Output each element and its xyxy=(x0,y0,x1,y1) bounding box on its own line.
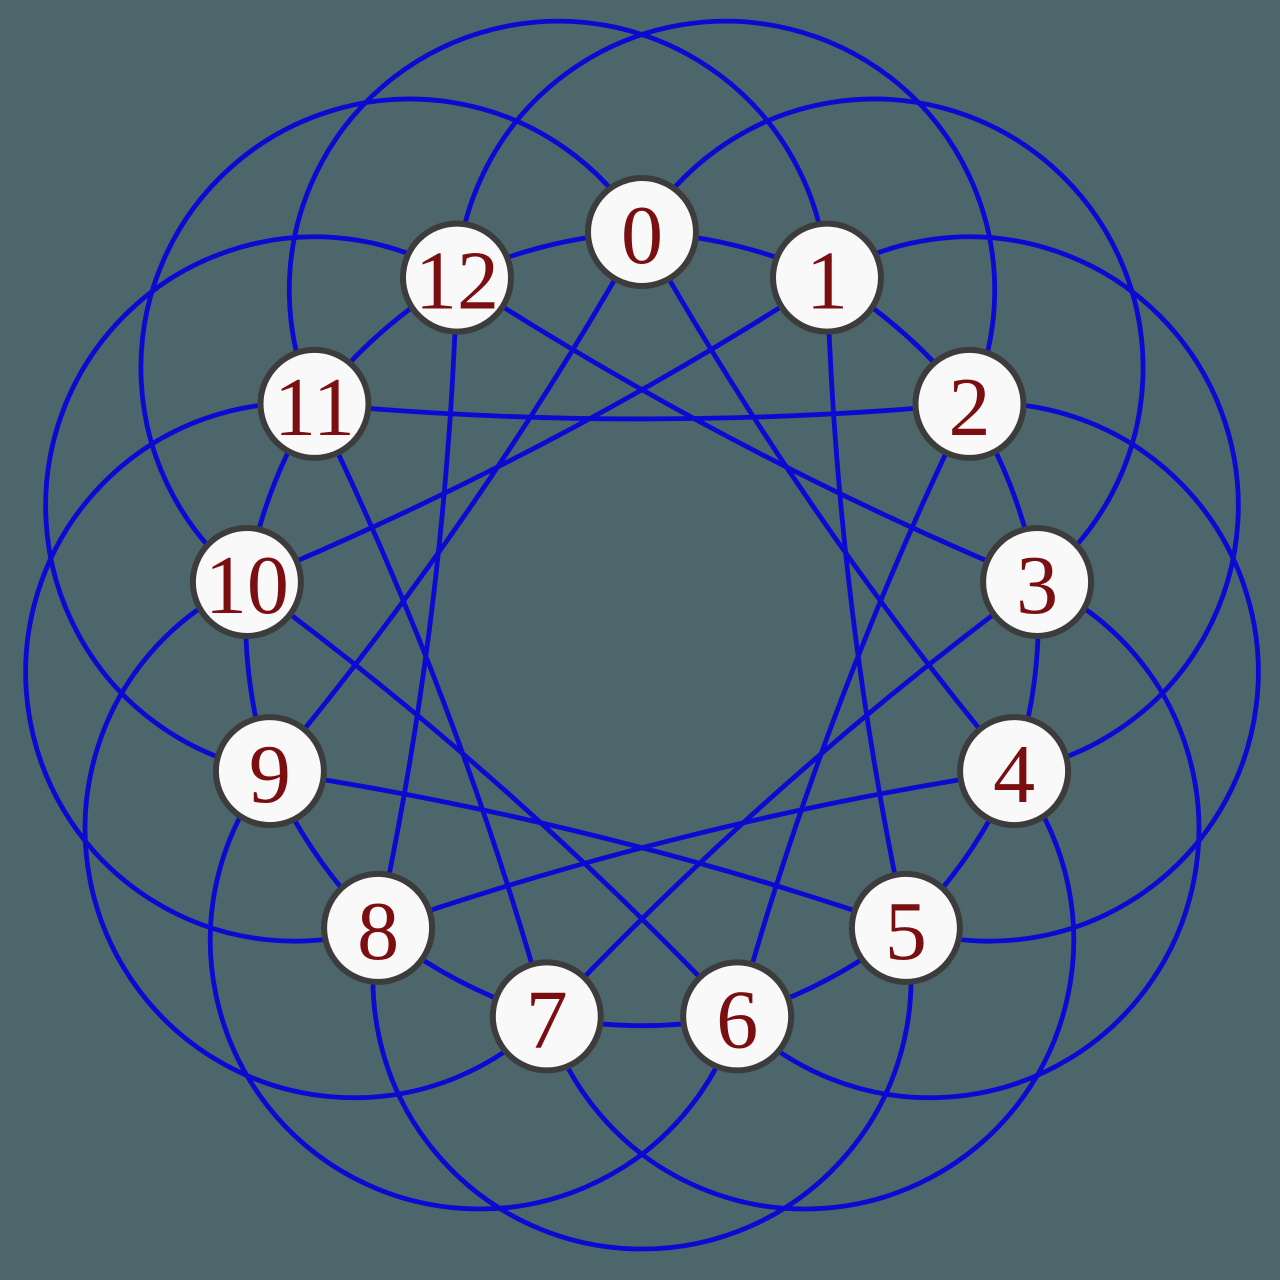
edge-outer-arc-9-12 xyxy=(43,234,459,774)
node-circle xyxy=(680,959,795,1074)
graph-node-8: 8 xyxy=(321,870,436,985)
edge-chord-5-9 xyxy=(269,768,907,931)
edge-outer-arc-6-9 xyxy=(207,769,740,1212)
graph-node-11: 11 xyxy=(257,346,372,461)
edge-outer-arc-8-11 xyxy=(23,400,379,944)
edge-outer-arc-2-5 xyxy=(905,400,1261,944)
node-label: 8 xyxy=(357,885,399,978)
edge-outer-arc-4-7 xyxy=(544,769,1077,1212)
edge-chord-3-7 xyxy=(545,580,1039,1019)
edge-chord-11-2 xyxy=(314,401,970,422)
edge-outer-arc-10-0 xyxy=(138,96,645,584)
edge-chord-0-4 xyxy=(639,230,1016,773)
edge-outer-arc-0-3 xyxy=(639,96,1146,584)
node-label: 6 xyxy=(716,973,758,1066)
node-label: 9 xyxy=(249,728,291,821)
edge-chord-1-5 xyxy=(824,277,909,929)
node-circle xyxy=(400,220,514,335)
node-label: 12 xyxy=(415,234,499,327)
node-circle xyxy=(212,714,327,829)
node-circle xyxy=(980,525,1095,639)
edge-outer-arc-12-2 xyxy=(454,18,998,405)
node-circle xyxy=(189,525,304,639)
node-circle xyxy=(257,346,372,461)
node-label: 4 xyxy=(993,728,1035,821)
node-label: 11 xyxy=(274,361,355,454)
node-circle xyxy=(585,175,699,289)
graph-node-2: 2 xyxy=(912,346,1027,461)
node-label: 3 xyxy=(1016,539,1058,632)
graph-node-6: 6 xyxy=(680,959,795,1074)
node-label: 2 xyxy=(949,361,991,454)
node-circle xyxy=(957,714,1072,829)
node-circle xyxy=(770,220,884,335)
edge-outer-arc-11-1 xyxy=(286,18,830,405)
node-label: 10 xyxy=(205,539,289,632)
edge-outer-arc-7-10 xyxy=(82,579,549,1101)
node-label: 7 xyxy=(526,973,568,1066)
graph-node-3: 3 xyxy=(980,525,1095,639)
edge-chord-12-3 xyxy=(455,275,1039,585)
edge-chord-7-11 xyxy=(312,402,550,1018)
node-label: 1 xyxy=(806,234,848,327)
graph-node-10: 10 xyxy=(189,525,304,639)
graph-node-12: 12 xyxy=(400,220,514,335)
edge-chord-6-10 xyxy=(245,580,739,1019)
node-circle xyxy=(489,959,604,1074)
node-label: 0 xyxy=(621,189,663,282)
graph-node-0: 0 xyxy=(585,175,699,289)
edge-chord-8-12 xyxy=(375,277,460,929)
edge-chord-2-6 xyxy=(734,402,972,1018)
node-label: 5 xyxy=(885,885,927,978)
graph-node-9: 9 xyxy=(212,714,327,829)
graph-node-1: 1 xyxy=(770,220,884,335)
node-circle xyxy=(848,870,963,985)
edge-outer-arc-1-4 xyxy=(825,234,1241,774)
node-circle xyxy=(321,870,436,985)
edge-outer-arc-3-6 xyxy=(735,579,1202,1101)
edge-chord-10-1 xyxy=(245,275,829,585)
graph-node-5: 5 xyxy=(848,870,963,985)
edge-chord-4-8 xyxy=(377,768,1015,931)
graph-node-7: 7 xyxy=(489,959,604,1074)
graph-node-4: 4 xyxy=(957,714,1072,829)
edge-outer-arc-5-8 xyxy=(370,927,914,1252)
node-circle xyxy=(912,346,1027,461)
edge-chord-9-0 xyxy=(268,230,645,773)
